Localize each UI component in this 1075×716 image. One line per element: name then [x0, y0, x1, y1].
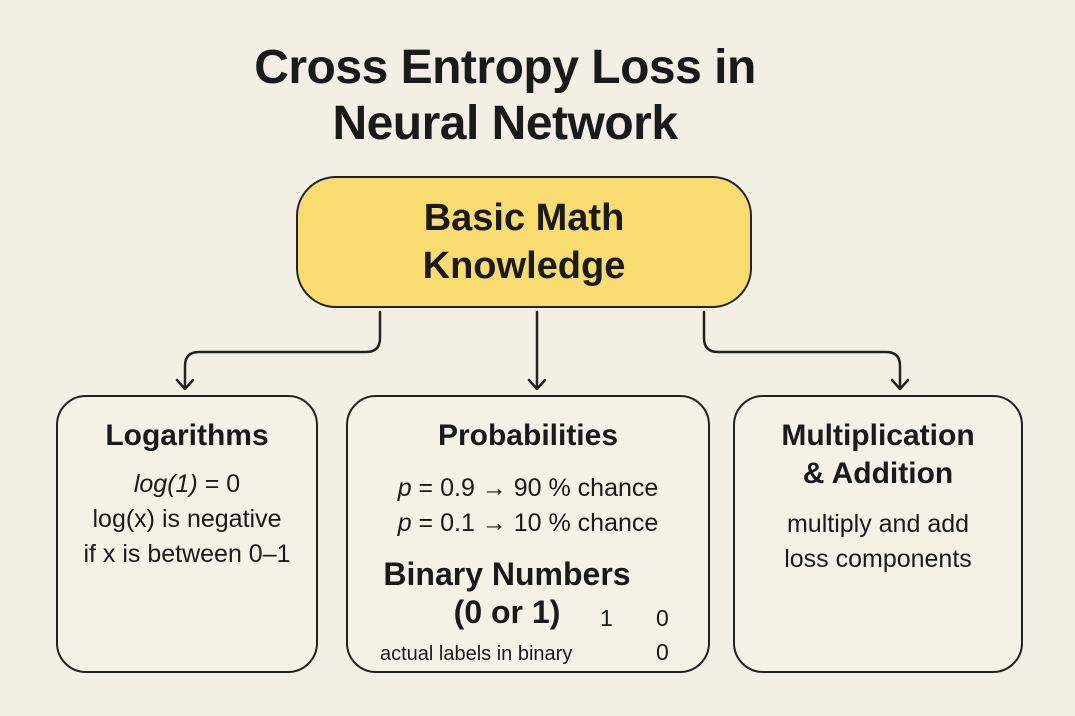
probability-line-1: p = 0.9 → 90 % chance: [348, 471, 708, 505]
arrowhead-multiplication: [890, 378, 910, 391]
logarithms-line-1: log(1) = 0: [58, 467, 316, 502]
diagram-title: Cross Entropy Loss in Neural Network: [0, 40, 1010, 152]
root-label-line-2: Knowledge: [422, 245, 626, 287]
multiplication-heading-line-1: Multiplication: [781, 419, 975, 452]
binary-digit-3: 0: [656, 639, 669, 665]
logarithms-line-2: log(x) is negative: [92, 505, 282, 533]
multiplication-line-1: multiply and add: [786, 510, 970, 538]
root-node-basic-math: Basic Math Knowledge: [296, 176, 752, 308]
card-logarithms: Logarithms log(1) = 0 log(x) is negative…: [56, 395, 318, 673]
title-line-2: Neural Network: [332, 97, 678, 150]
probabilities-heading: Probabilities: [437, 419, 619, 452]
root-label-line-1: Basic Math: [423, 197, 625, 239]
card-probabilities: Probabilities p = 0.9 → 90 % chance p = …: [346, 395, 710, 673]
arrowhead-probabilities: [527, 378, 547, 391]
binary-numbers-subheading: (0 or 1): [453, 594, 561, 630]
binary-digit-1: 1: [600, 605, 613, 631]
binary-caption: actual labels in binary: [380, 643, 573, 665]
log-one-expression: log(1): [133, 470, 198, 498]
probability-value-1: = 0.9 → 90 % chance: [411, 474, 659, 502]
probability-line-2: p = 0.1 → 10 % chance: [348, 506, 708, 540]
connector-to-logarithms: [183, 310, 382, 390]
probability-value-2: = 0.1 → 10 % chance: [411, 509, 659, 537]
multiplication-heading-line-2: & Addition: [802, 457, 954, 490]
binary-digit-2: 0: [656, 605, 669, 631]
multiplication-body: multiply and add loss components: [735, 507, 1021, 577]
multiplication-line-2: loss components: [784, 545, 972, 573]
log-one-result: = 0: [197, 470, 241, 498]
title-line-1: Cross Entropy Loss in: [254, 41, 756, 94]
probability-var-2: p: [397, 509, 412, 537]
logarithms-heading: Logarithms: [105, 419, 269, 452]
card-multiplication-addition: Multiplication & Addition multiply and a…: [733, 395, 1023, 673]
binary-numbers-heading: Binary Numbers: [383, 556, 631, 592]
logarithms-body: log(1) = 0 log(x) is negative if x is be…: [58, 467, 316, 572]
connector-to-multiplication: [702, 310, 902, 390]
logarithms-line-3: if x is between 0–1: [83, 540, 291, 568]
arrowhead-logarithms: [175, 378, 195, 391]
probability-var-1: p: [397, 474, 412, 502]
multiplication-heading: Multiplication & Addition: [735, 417, 1021, 493]
